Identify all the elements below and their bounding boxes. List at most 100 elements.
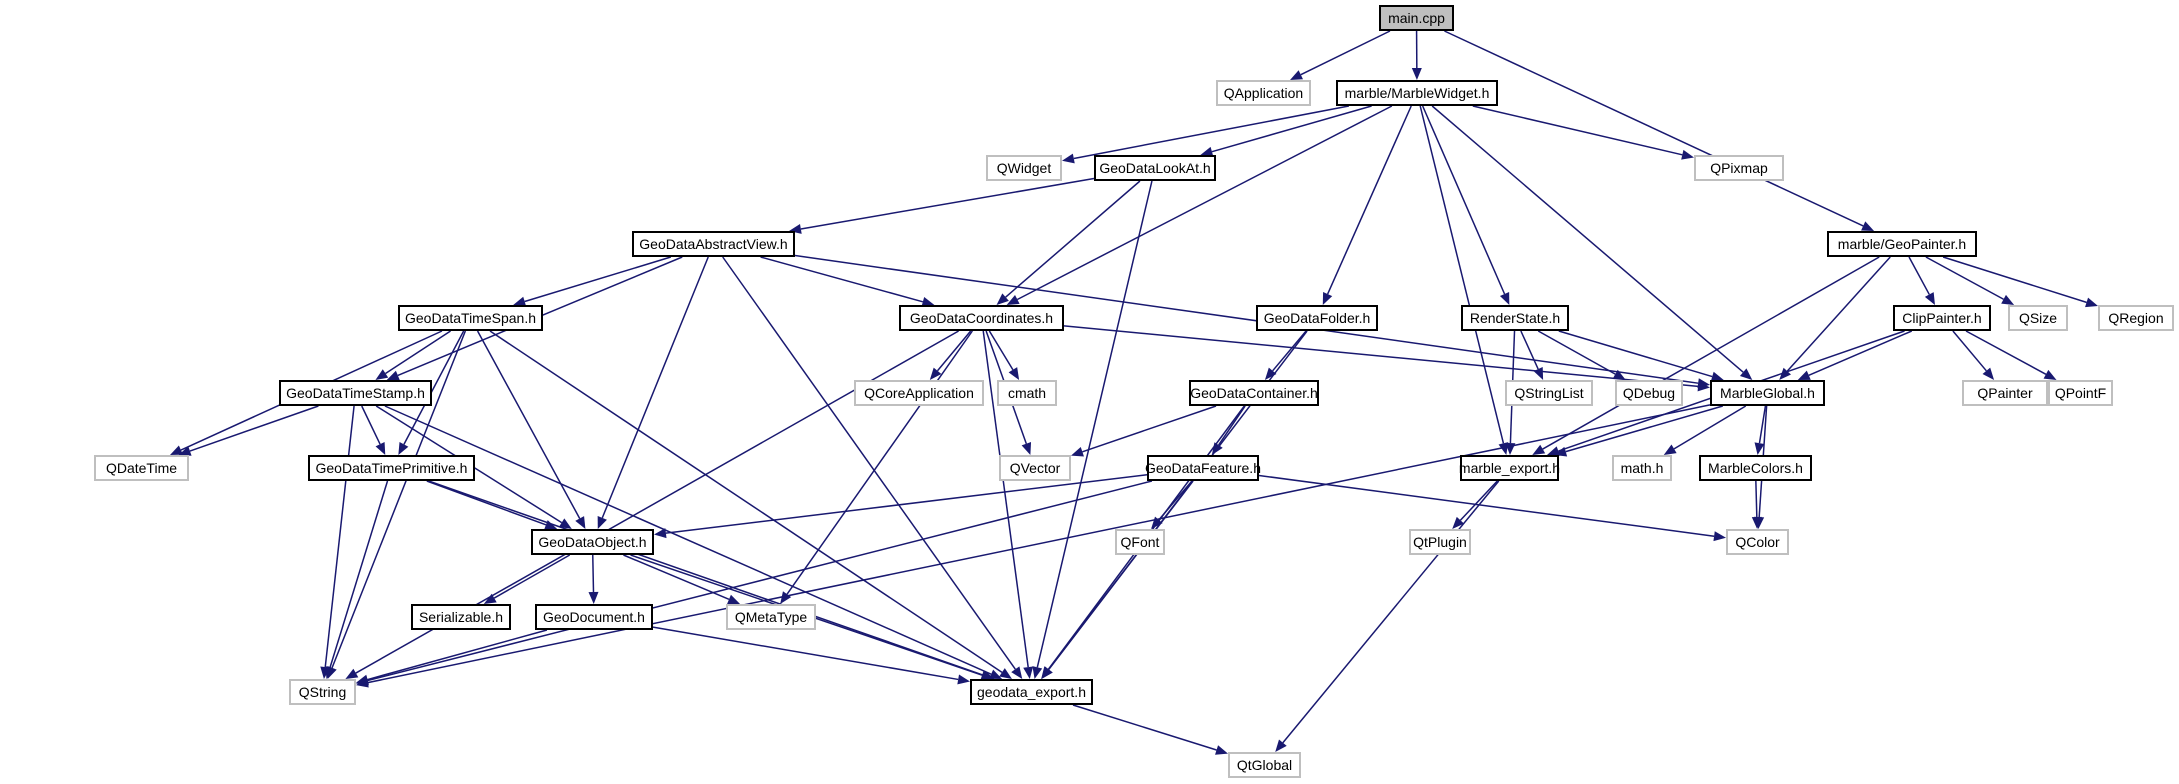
node-object[interactable]: GeoDataObject.h [531,529,654,555]
edge-renderstate-to-qstringlist [1520,330,1539,370]
edge-mglobal-to-mathh [1673,405,1747,450]
node-lookat[interactable]: GeoDataLookAt.h [1094,155,1216,181]
node-mglobal[interactable]: MarbleGlobal.h [1710,380,1825,406]
arrowhead-icon [1041,666,1053,679]
node-qvector[interactable]: QVector [999,455,1071,481]
node-label: QCoreApplication [864,385,974,401]
node-label: QApplication [1223,85,1304,101]
node-label: QVector [1009,460,1061,476]
arrowhead-icon [1612,369,1626,380]
node-qapp[interactable]: QApplication [1216,80,1311,106]
arrowhead-icon [1697,381,1710,392]
node-label: GeoDocument.h [543,609,645,625]
node-gp[interactable]: marble/GeoPainter.h [1827,231,1977,257]
node-label: QPainter [1977,385,2033,401]
arrowhead-icon [1062,153,1075,164]
arrowhead-icon [1021,442,1032,455]
arrowhead-icon [1499,292,1510,305]
arrowhead-icon [929,367,942,380]
node-container[interactable]: GeoDataContainer.h [1189,380,1319,406]
node-qdatetime[interactable]: QDateTime [94,455,189,481]
node-gexport[interactable]: geodata_export.h [970,679,1093,705]
edge-main-to-qapp [1300,30,1391,76]
arrowhead-icon [1751,516,1762,529]
node-label: QPointF [2054,385,2107,401]
node-qdebug[interactable]: QDebug [1615,380,1683,406]
arrowhead-icon [559,518,572,529]
edge-mglobal-to-qstring [367,404,1711,684]
arrowhead-icon [1290,70,1303,80]
arrowhead-icon [957,674,970,685]
arrowhead-icon [1754,442,1765,455]
node-qcoreapp[interactable]: QCoreApplication [854,380,984,406]
edge-object-to-serial [493,554,571,599]
arrowhead-icon [597,516,607,529]
node-main[interactable]: main.cpp [1379,5,1454,31]
node-qregion[interactable]: QRegion [2098,305,2174,331]
node-qstring[interactable]: QString [289,679,356,705]
edge-mglobal-to-mexport [1565,405,1723,453]
edge-lookat-to-gexport [1036,180,1153,668]
arrowhead-icon [1710,371,1724,382]
arrowhead-icon [1032,666,1043,679]
node-label: MarbleColors.h [1708,460,1803,476]
edge-mexport-to-qtglobal [1282,480,1500,744]
arrowhead-icon [1663,444,1677,455]
edge-coords-to-cmath [988,330,1014,371]
node-qfont[interactable]: QFont [1115,529,1165,555]
node-timestamp[interactable]: GeoDataTimeStamp.h [279,380,432,406]
node-geodoc[interactable]: GeoDocument.h [535,604,653,630]
node-coords[interactable]: GeoDataCoordinates.h [899,305,1064,331]
node-label: GeoDataTimeStamp.h [286,385,425,401]
node-clip[interactable]: ClipPainter.h [1893,305,1991,331]
node-qtplugin[interactable]: QtPlugin [1409,529,1471,555]
node-qtglobal[interactable]: QtGlobal [1228,752,1301,778]
node-qpixmap[interactable]: QPixmap [1694,155,1784,181]
node-mcolors[interactable]: MarbleColors.h [1699,455,1812,481]
edge-geodoc-to-gexport [652,626,959,681]
arrowhead-icon [398,442,409,455]
node-folder[interactable]: GeoDataFolder.h [1256,305,1378,331]
node-qpainter[interactable]: QPainter [1962,380,2048,406]
arrowhead-icon [1739,368,1753,380]
node-serial[interactable]: Serializable.h [411,604,511,630]
node-absview[interactable]: GeoDataAbstractView.h [632,231,795,257]
arrowhead-icon [980,670,994,680]
edge-timeprim-to-object [426,480,547,526]
node-qcolor[interactable]: QColor [1726,529,1789,555]
node-timespan[interactable]: GeoDataTimeSpan.h [398,305,543,331]
node-mathh[interactable]: math.h [1612,455,1672,481]
arrowhead-icon [1200,146,1214,157]
node-qsize[interactable]: QSize [2008,305,2068,331]
arrowhead-icon [386,370,400,381]
node-renderstate[interactable]: RenderState.h [1461,305,1569,331]
edge-lookat-to-absview [800,177,1095,230]
node-qwidget[interactable]: QWidget [986,155,1062,181]
arrowhead-icon [375,442,386,455]
node-qmetatype[interactable]: QMetaType [726,604,816,630]
node-mexport[interactable]: marble_export.h [1459,455,1560,481]
node-qpointf[interactable]: QPointF [2048,380,2113,406]
arrowhead-icon [1532,444,1546,455]
node-mw[interactable]: marble/MarbleWidget.h [1336,80,1498,106]
edge-object-to-geodoc [592,554,595,593]
node-label: QDebug [1622,385,1676,401]
edge-mw-to-renderstate [1421,105,1506,295]
arrowhead-icon [1008,367,1020,380]
node-label: QRegion [2108,310,2164,326]
arrowhead-icon [654,528,667,539]
arrowhead-icon [727,594,741,604]
edge-feature-to-qstring [367,480,1153,682]
edge-mw-to-mglobal [1431,105,1744,373]
arrowhead-icon [325,666,335,679]
edge-coords-to-gexport [982,330,1029,668]
edge-container-to-qvector [1082,405,1217,453]
node-cmath[interactable]: cmath [997,380,1057,406]
arrowhead-icon [1498,442,1509,455]
edge-main-to-gp [1444,30,1864,227]
node-qstringlist[interactable]: QStringList [1505,380,1593,406]
node-feature[interactable]: GeoDataFeature.h [1145,455,1261,481]
edge-clip-to-mglobal [1808,330,1913,376]
node-timeprim[interactable]: GeoDataTimePrimitive.h [308,455,475,481]
